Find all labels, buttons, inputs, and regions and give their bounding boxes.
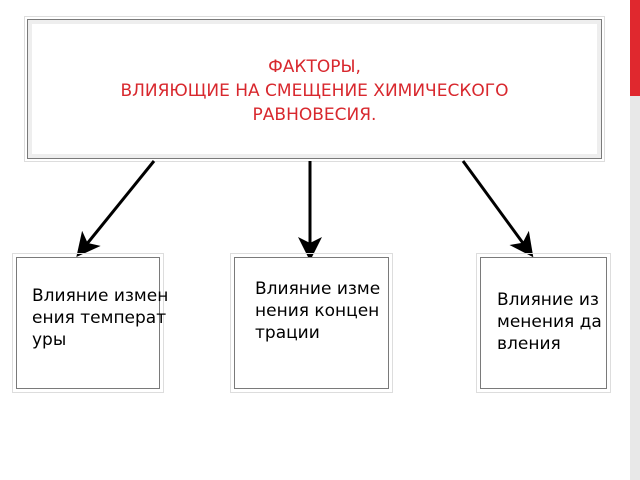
diagram-title: ФАКТОРЫ, ВЛИЯЮЩИЕ НА СМЕЩЕНИЕ ХИМИЧЕСКОГ… <box>120 55 508 127</box>
box-temperature-label: Влияние изменения температуры <box>32 286 169 350</box>
slide-edge-bar <box>630 0 640 480</box>
box-temperature: Влияние изменения температуры <box>12 253 168 393</box>
arrow-to-temperature <box>76 160 156 257</box>
arrow-to-pressure <box>461 160 534 258</box>
title-line-2: ВЛИЯЮЩИЕ НА СМЕЩЕНИЕ ХИМИЧЕСКОГО <box>120 81 509 101</box>
box-concentration: Влияние изменения концентрации <box>230 253 393 393</box>
box-pressure-label: Влияние изменения давления <box>497 290 602 354</box>
box-concentration-label: Влияние изменения концентрации <box>255 279 381 343</box>
slide-edge-accent <box>630 0 640 96</box>
title-line-3: РАВНОВЕСИЯ. <box>252 105 377 125</box>
title-line-1: ФАКТОРЫ, <box>268 57 361 77</box>
box-pressure: Влияние изменения давления <box>476 253 611 393</box>
